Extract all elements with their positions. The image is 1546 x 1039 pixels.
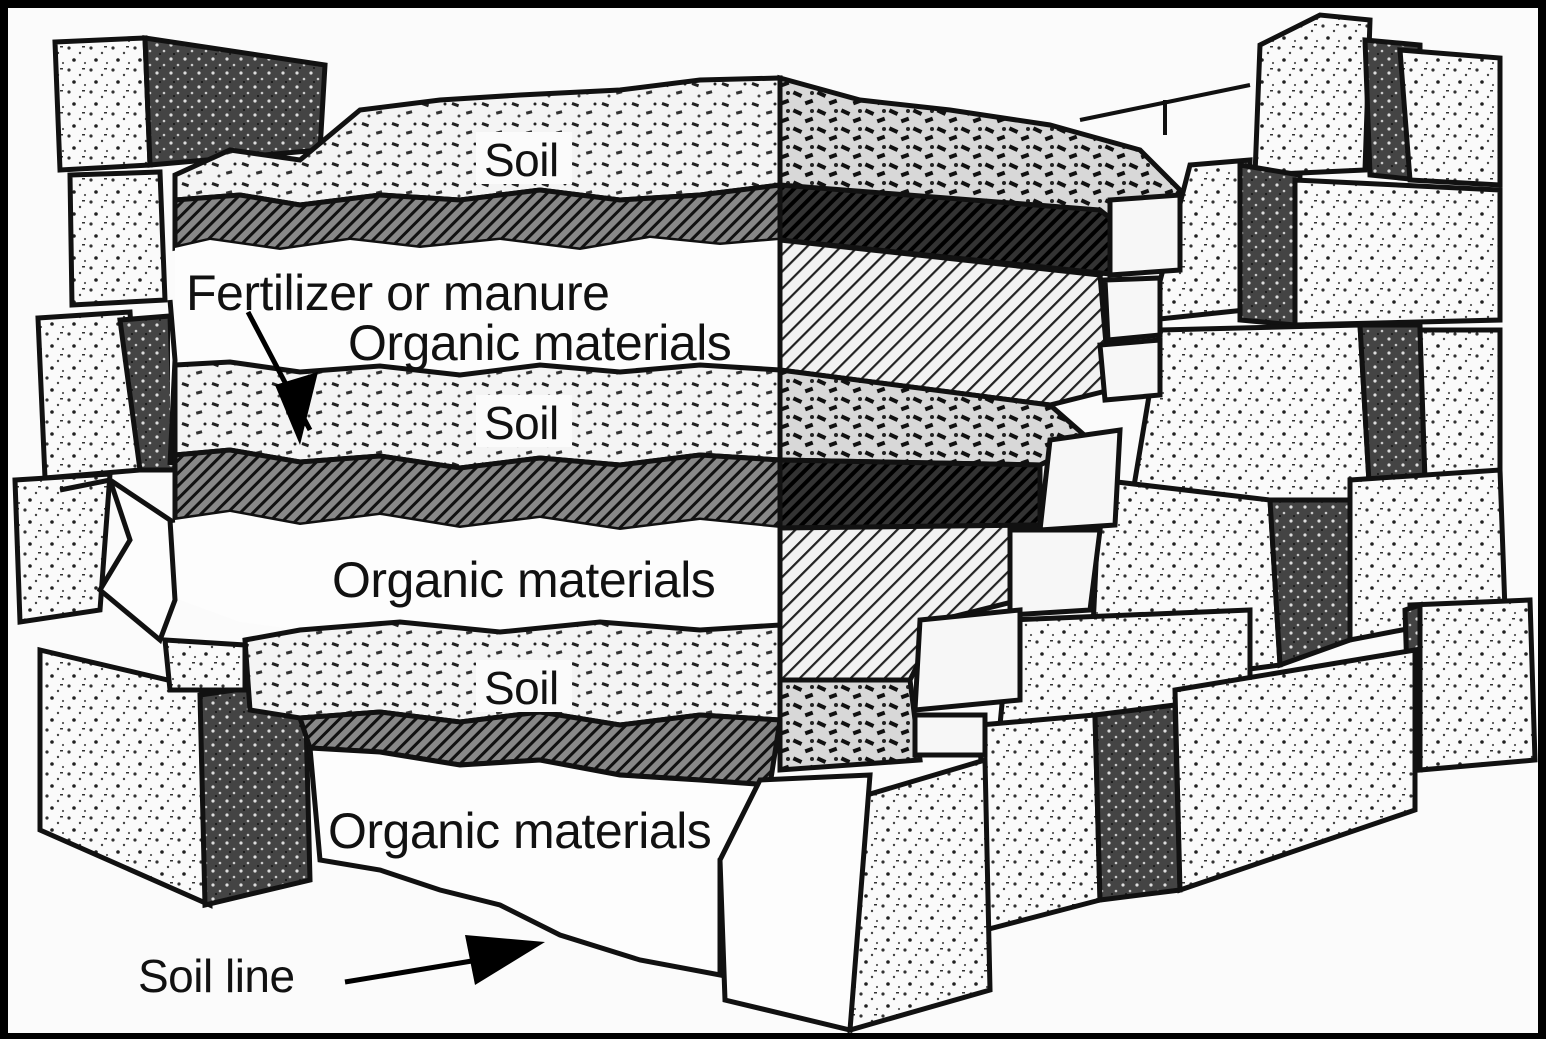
label-soil-bottom: Soil (484, 665, 559, 711)
label-organic-top: Organic materials (348, 318, 731, 368)
label-organic-bottom: Organic materials (328, 806, 711, 856)
label-soil-top: Soil (484, 137, 559, 183)
label-soil-middle: Soil (484, 400, 559, 446)
label-soil-line: Soil line (138, 953, 295, 999)
label-organic-middle: Organic materials (332, 555, 715, 605)
label-fertilizer: Fertilizer or manure (186, 268, 609, 318)
